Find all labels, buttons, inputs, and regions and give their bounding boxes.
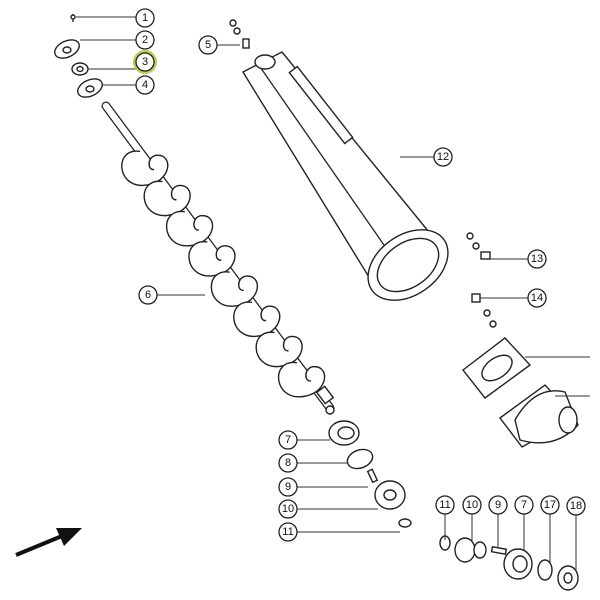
bolt-part-5 [229,19,250,49]
callout-circle [278,477,298,497]
washer-part-4 [77,78,103,98]
bearing-part-7 [328,420,360,446]
callout-circle [435,495,455,515]
tube-part-12 [242,51,449,301]
callout-circle [135,30,155,50]
auger-flight [255,331,303,368]
callout-8[interactable]: 8 [278,453,298,473]
callout-4[interactable]: 4 [135,75,155,95]
callout-label: 9 [495,499,501,511]
callout-circle [433,147,453,167]
callout-label: 6 [145,289,151,301]
bolt-part-14 [471,293,497,328]
bevel-gear-part-10b [454,537,487,563]
callout-circle [135,75,155,95]
callout-label: 8 [285,457,291,469]
callout-circle [527,249,547,269]
callout-circle [198,35,218,55]
callout-1[interactable]: 1 [135,8,155,28]
circlip-part-17 [537,559,553,581]
callout-12[interactable]: 12 [433,147,453,167]
callout-14[interactable]: 14 [527,288,547,308]
bearing-part-7b [503,548,533,580]
callout-label: 5 [205,39,211,51]
auger-flight [188,241,236,277]
callout-11[interactable]: 11 [435,495,455,515]
callout-circle [135,8,155,28]
flange-housing [462,337,590,399]
callout-label: 10 [282,503,294,515]
callout-7[interactable]: 7 [514,495,534,515]
callout-label: 11 [282,526,293,538]
callout-label: 4 [142,79,148,91]
callout-label: 14 [531,292,543,304]
callout-label: 10 [466,499,478,511]
washer-part-2 [54,39,80,59]
callout-circle [462,495,482,515]
callout-circle [488,495,508,515]
callout-7[interactable]: 7 [278,430,298,450]
auger-flight [277,362,326,398]
callout-label: 2 [142,34,148,46]
callout-circle [514,495,534,515]
callout-label: 17 [544,499,556,511]
bearing-part-18 [557,565,579,591]
callout-10[interactable]: 10 [462,495,482,515]
key-part-9 [366,468,379,484]
direction-arrow-icon [15,528,82,557]
callout-2[interactable]: 2 [135,30,155,50]
callout-label: 12 [437,151,449,163]
callout-label: 3 [142,56,148,68]
callout-9[interactable]: 9 [278,477,298,497]
auger-flight [121,150,169,187]
callout-circle [278,499,298,519]
callout-circle [527,288,547,308]
callout-circle [278,430,298,450]
callout-3[interactable]: 3 [135,52,155,72]
bolt-part-13 [466,232,491,260]
callout-10[interactable]: 10 [278,499,298,519]
callout-17[interactable]: 17 [540,495,560,515]
callout-label: 9 [285,481,291,493]
auger-flight [165,211,214,247]
circlip-part-8 [346,448,374,470]
callout-label: 1 [142,12,148,24]
callout-6[interactable]: 6 [138,285,158,305]
auger-flight [233,301,281,338]
circlip-part-11 [398,518,412,528]
callout-circle [540,495,560,515]
callout-5[interactable]: 5 [198,35,218,55]
auger-flight [210,271,258,307]
callout-label: 11 [439,499,450,511]
gear-housing [499,384,590,448]
callout-circle [278,453,298,473]
callout-circle [278,522,298,542]
callout-label: 7 [521,499,527,511]
callout-13[interactable]: 13 [527,249,547,269]
callout-18[interactable]: 18 [566,496,586,516]
leader-lines [76,16,577,570]
callout-label: 13 [531,253,543,265]
auger-flight [143,180,191,217]
callout-circle [566,496,586,516]
callout-label: 18 [570,500,582,512]
nut-part-3 [71,62,89,76]
callout-circle [138,285,158,305]
callout-circle [135,52,155,72]
callout-label: 7 [285,434,291,446]
callout-11[interactable]: 11 [278,522,298,542]
pin-part-1 [70,14,76,22]
bevel-gear-part-10 [374,480,406,510]
key-part-9b [490,546,508,555]
callout-9[interactable]: 9 [488,495,508,515]
auger-part-6 [101,101,335,415]
